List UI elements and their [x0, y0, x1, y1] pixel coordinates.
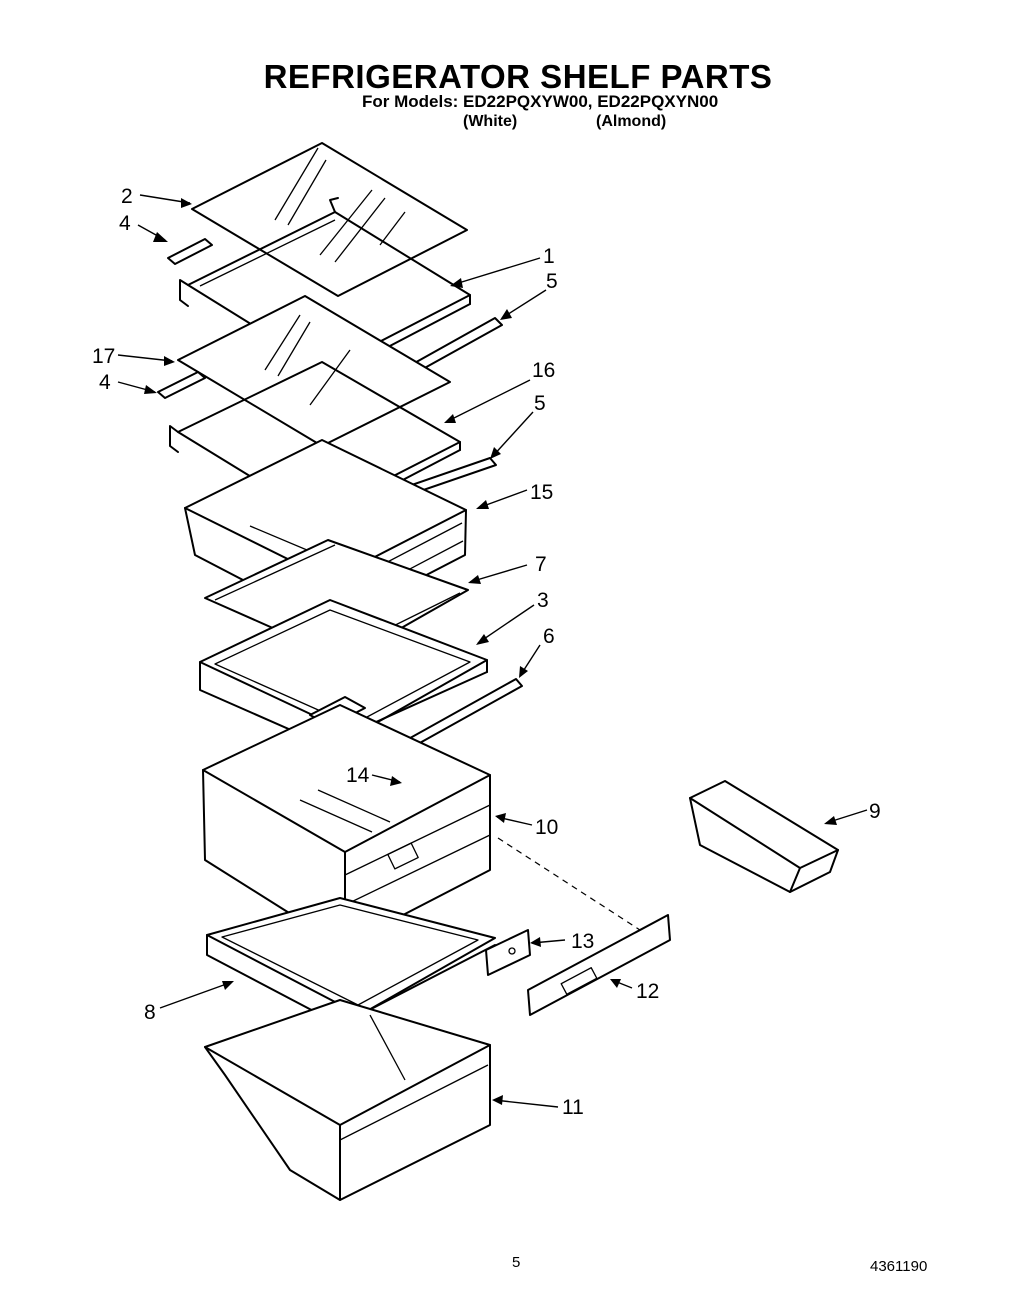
- document-number: 4361190: [870, 1258, 928, 1275]
- callout-12: 12: [636, 980, 659, 1003]
- callout-16: 16: [532, 359, 555, 382]
- callout-6: 6: [543, 625, 555, 648]
- callout-8: 8: [144, 1001, 156, 1024]
- part-2-glass-insert: [191, 142, 468, 297]
- callout-3: 3: [537, 589, 549, 612]
- callout-1: 1: [543, 245, 555, 268]
- callout-10: 10: [535, 816, 558, 839]
- part-4-trim-lower: [157, 371, 206, 399]
- callout-5: 5: [546, 270, 558, 293]
- part-3-cover-frame: [199, 599, 488, 746]
- page-number: 5: [512, 1254, 521, 1271]
- part-9-door-bin: [689, 780, 839, 893]
- variant-almond-label: (Almond): [596, 113, 667, 130]
- part-11-lower-pan: [204, 999, 491, 1201]
- callout-15: 15: [530, 481, 553, 504]
- callout-4: 4: [119, 212, 131, 235]
- callout-13: 13: [571, 930, 594, 953]
- variant-white-label: (White): [463, 113, 518, 130]
- callout-2: 2: [121, 185, 133, 208]
- alignment-line: [497, 837, 641, 931]
- callout-11: 11: [562, 1096, 584, 1119]
- page-title: REFRIGERATOR SHELF PARTS: [263, 58, 773, 95]
- callout-7: 7: [535, 553, 547, 576]
- part-13-clip: [485, 929, 531, 976]
- models-line: For Models: ED22PQXYW00, ED22PQXYN00: [362, 92, 719, 111]
- callout-5: 5: [534, 392, 546, 415]
- callout-9: 9: [869, 800, 881, 823]
- callout-4: 4: [99, 371, 111, 394]
- part-12-badge-plate: [527, 914, 671, 1016]
- callout-14: 14: [346, 764, 370, 787]
- callout-17: 17: [92, 345, 115, 368]
- callout-leaders: [117, 194, 868, 1108]
- part-4-trim-upper: [167, 238, 213, 265]
- part-17-glass-insert: [177, 295, 451, 447]
